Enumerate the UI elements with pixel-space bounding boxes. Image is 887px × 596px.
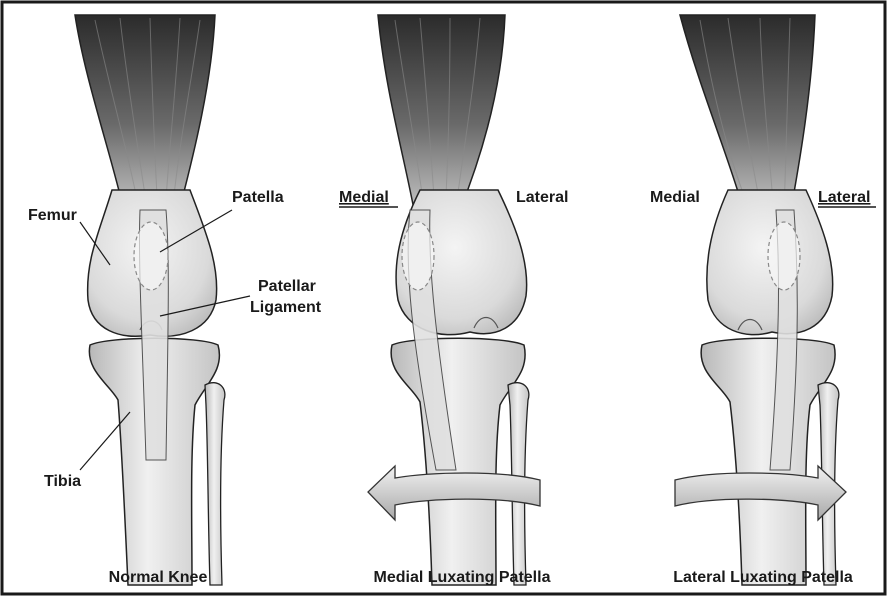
label-medial: Medial bbox=[650, 189, 700, 206]
label-tibia: Tibia bbox=[44, 473, 81, 490]
label-patellar-ligament-2: Ligament bbox=[250, 299, 322, 316]
label-lateral-underlined: Lateral bbox=[818, 189, 870, 206]
label-lateral: Lateral bbox=[516, 189, 568, 206]
label-medial-underlined: Medial bbox=[339, 189, 389, 206]
patella bbox=[768, 222, 800, 290]
caption-normal-knee: Normal Knee bbox=[109, 569, 208, 586]
caption-medial-luxating: Medial Luxating Patella bbox=[374, 569, 551, 586]
caption-lateral-luxating: Lateral Luxating Patella bbox=[673, 569, 853, 586]
patella bbox=[134, 222, 168, 290]
label-patellar-ligament-1: Patellar bbox=[258, 278, 316, 295]
patella bbox=[402, 222, 434, 290]
label-patella: Patella bbox=[232, 189, 284, 206]
label-femur: Femur bbox=[28, 207, 77, 224]
